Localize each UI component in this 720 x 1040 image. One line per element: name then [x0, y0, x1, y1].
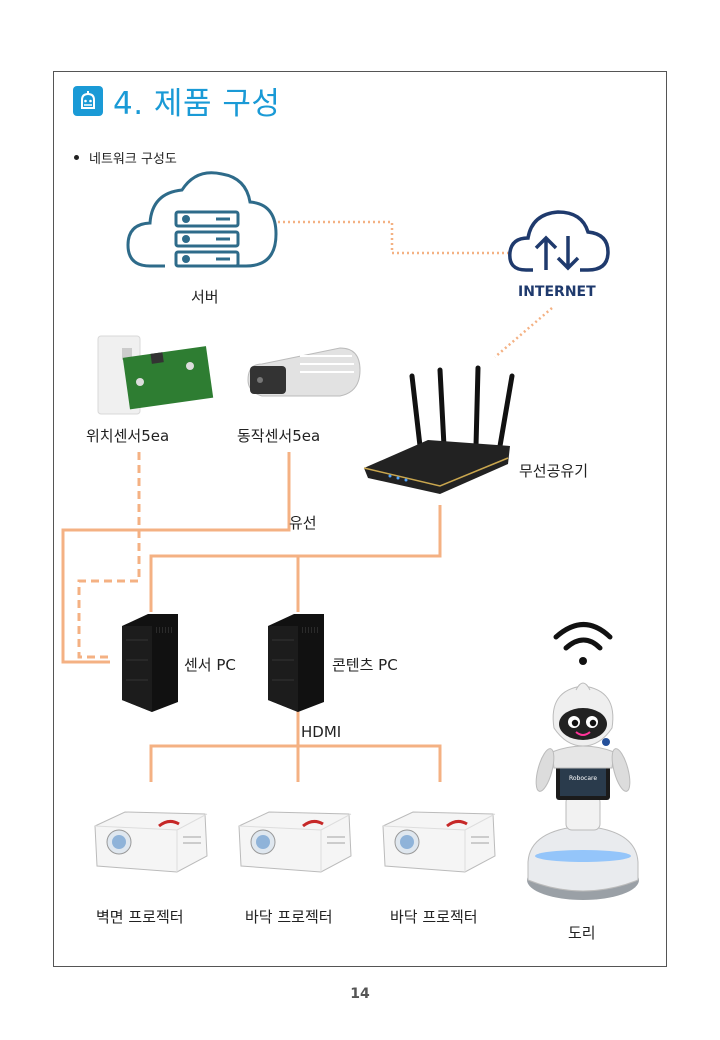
server-label: 서버 — [191, 288, 219, 306]
bullet-dot — [74, 155, 79, 160]
internet-router-link — [494, 307, 553, 358]
page-title: 4. 제품 구성 — [113, 86, 281, 122]
position-sensor-label: 위치센서5ea — [86, 427, 170, 445]
robot-label: 도리 — [568, 924, 596, 942]
connection-lines — [61, 220, 553, 782]
internet-cloud-icon — [508, 210, 610, 272]
wired-label: 유선 — [289, 514, 317, 532]
projector-floor-2-label: 바닥 프로젝터 — [390, 908, 478, 926]
content-pc-label: 콘텐츠 PC — [332, 656, 398, 674]
motion-sensor-label: 동작센서5ea — [237, 427, 321, 445]
page-frame — [53, 71, 667, 967]
server-internet-link — [278, 220, 512, 255]
bullet-text: 네트워크 구성도 — [89, 152, 177, 167]
sensor-pc-label: 센서 PC — [184, 656, 236, 674]
hdmi-label: HDMI — [301, 723, 342, 741]
sensor-pc-image — [122, 614, 178, 712]
content-pc-image — [268, 614, 324, 712]
position-sensor-link — [77, 452, 141, 659]
projector-floor-1-label: 바닥 프로젝터 — [245, 908, 333, 926]
server-cloud-icon — [126, 171, 278, 268]
bullet-item: 네트워크 구성도 — [74, 148, 177, 167]
projector-wall-image — [94, 811, 208, 873]
projector-wall-label: 벽면 프로젝터 — [96, 908, 184, 926]
position-sensor-image — [97, 335, 214, 415]
internet-label: INTERNET — [518, 284, 596, 300]
router-label: 무선공유기 — [519, 462, 589, 480]
section-title: 4. 제품 구성 — [73, 78, 280, 123]
robot-screen-text: Robocare — [569, 775, 597, 782]
projector-group — [94, 811, 496, 873]
robot-icon — [73, 85, 103, 116]
motion-sensor-link — [61, 452, 291, 664]
projector-floor-2-image — [382, 811, 496, 873]
projector-floor-1-image — [238, 811, 352, 873]
motion-sensor-image — [247, 347, 361, 397]
hdmi-branch — [149, 744, 442, 782]
wifi-icon — [553, 622, 613, 665]
router-image — [363, 365, 515, 494]
robot-image: Robocare — [527, 682, 639, 900]
page-number: 14 — [350, 986, 370, 1002]
router-pc-link — [149, 505, 442, 612]
